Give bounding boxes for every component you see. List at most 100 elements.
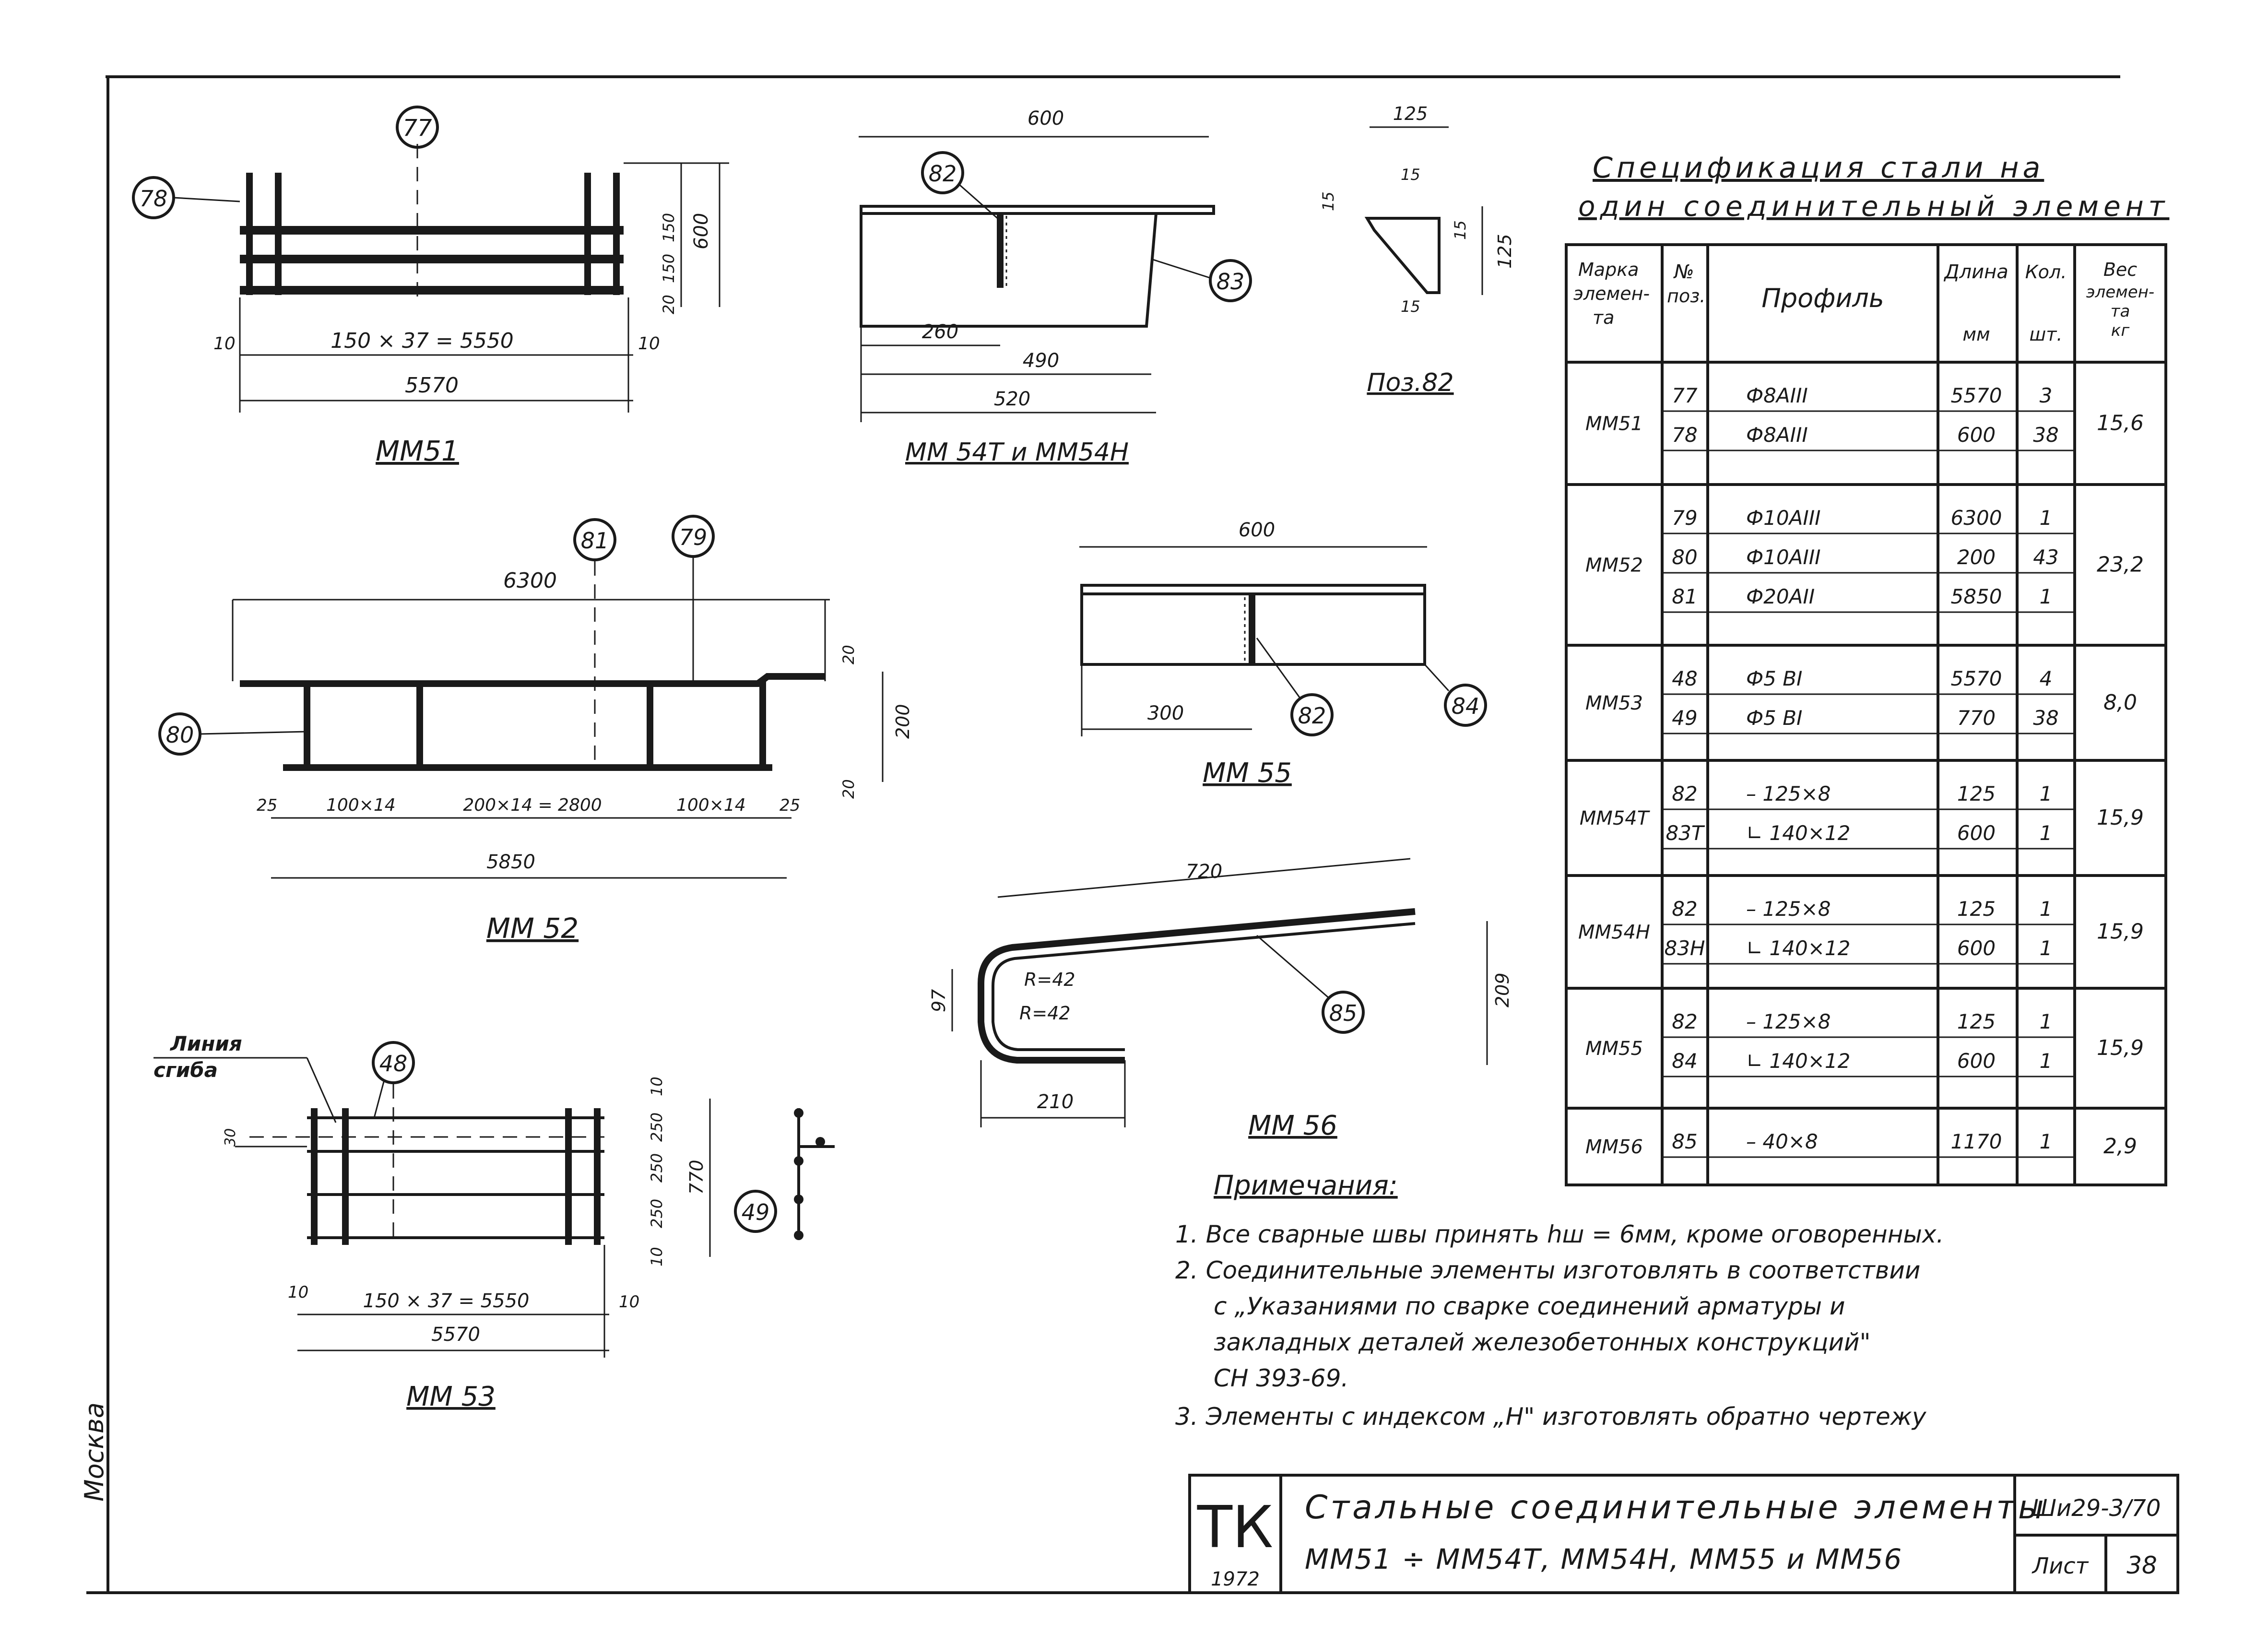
dim-mm54-260: 260 (922, 321, 958, 343)
dim-pos82-s2: 15 (1319, 191, 1337, 211)
spec-cell-pos: 82 (1672, 897, 1697, 921)
hdr-length-2: мм (1962, 324, 1990, 345)
dim-mm56-209: 209 (1492, 972, 1513, 1007)
notes-title: Примечания: (1214, 1170, 1398, 1201)
dim-mm53-s2: 250 (648, 1153, 666, 1183)
spec-cell-mark: ММ56 (1585, 1136, 1643, 1158)
spec-cell-profile: Ф10АIII (1746, 506, 1821, 530)
spec-cell-length: 125 (1957, 897, 1996, 921)
dim-mm54-520: 520 (994, 388, 1030, 410)
hdr-weight-2: элемен- (2086, 283, 2154, 302)
callout-84-label: 84 (1452, 693, 1480, 719)
note-line-4: закладных деталей железобетонных констру… (1214, 1328, 1870, 1356)
dim-mm55-top: 600 (1239, 519, 1275, 541)
spec-cell-length: 125 (1957, 1010, 1996, 1033)
spec-cell-mark: ММ54Н (1578, 922, 1650, 944)
dim-mm51-sp1: 150 (660, 213, 678, 242)
spec-cell-mark: ММ53 (1585, 692, 1643, 714)
dim-mm56-720: 720 (1186, 861, 1222, 883)
callout-48 (372, 1041, 415, 1084)
dim-mm51-total: 5570 (405, 373, 459, 398)
note-line-2: 2. Соединительные элементы изготовлять в… (1175, 1256, 1920, 1284)
hdr-mark-2: элемен- (1573, 283, 1650, 304)
title-code: Ши29-3/70 (2032, 1495, 2161, 1522)
callout-85 (1322, 991, 1365, 1034)
dim-mm52-s2: 200×14 = 2800 (463, 795, 602, 815)
spec-cell-qty: 1 (2040, 897, 2053, 921)
dim-mm53-t2: 10 (648, 1247, 666, 1266)
title-line-2: ММ51 ÷ ММ54Т, ММ54Н, ММ55 и ММ56 (1305, 1543, 1902, 1575)
callout-84 (1444, 684, 1487, 727)
dim-mm52-h: 200 (892, 704, 913, 739)
spec-cell-qty: 1 (2040, 506, 2053, 530)
spec-cell-weight: 15,9 (2097, 1036, 2144, 1060)
spec-cell-qty: 1 (2040, 821, 2053, 845)
spec-cell-weight: 15,9 (2097, 920, 2144, 944)
spec-cell-profile: ∟ 140×12 (1746, 821, 1850, 845)
spec-cell-mark: ММ52 (1585, 555, 1643, 577)
spec-cell-pos: 49 (1672, 706, 1697, 730)
callout-49 (734, 1190, 777, 1233)
dim-mm53-left: 30 (222, 1128, 239, 1147)
spec-cell-pos: 48 (1672, 667, 1697, 690)
spec-cell-profile: Ф8АIII (1746, 384, 1808, 407)
note-line-1: 1. Все сварные швы принять hш = 6мм, кро… (1175, 1220, 1944, 1248)
dim-mm56-97: 97 (928, 989, 949, 1012)
spec-cell-profile: Ф20АII (1746, 585, 1815, 608)
caption-mm55: ММ 55 (1203, 757, 1292, 789)
dim-mm56-210: 210 (1037, 1091, 1074, 1113)
dim-mm53-s1: 250 (648, 1112, 666, 1142)
hdr-mark-1: Марка (1578, 259, 1639, 280)
dim-pos82-s3: 15 (1451, 220, 1469, 240)
spec-cell-qty: 38 (2033, 423, 2058, 447)
spec-title-1: Спецификация стали на (1593, 151, 2044, 185)
dim-mm52-s1: 100×14 (326, 795, 396, 815)
note-line-5: СН 393-69. (1214, 1364, 1348, 1392)
dim-pos82-s4: 15 (1401, 297, 1420, 316)
spec-cell-profile: – 125×8 (1746, 897, 1831, 921)
dim-mm55-300: 300 (1147, 702, 1184, 724)
hdr-qty-1: Кол. (2025, 261, 2067, 283)
dim-mm52-e2: 25 (780, 796, 800, 815)
callout-79-label: 79 (679, 524, 708, 550)
side-label: Москва (79, 1402, 109, 1502)
dim-mm51-sp3: 20 (660, 295, 678, 314)
spec-cell-qty: 1 (2040, 1130, 2053, 1153)
spec-cell-pos: 77 (1672, 384, 1698, 407)
callout-82a-label: 82 (929, 161, 957, 187)
hdr-qty-2: шт. (2030, 324, 2063, 345)
spec-cell-length: 6300 (1951, 506, 2002, 530)
dim-mm51-end-r: 10 (638, 334, 660, 354)
dim-mm52-total: 5850 (486, 851, 535, 873)
note-line-3: с „Указаниями по сварке соединений армат… (1214, 1292, 1845, 1320)
dim-mm51-height: 600 (690, 213, 712, 249)
spec-cell-qty: 1 (2040, 936, 2053, 960)
callout-82b (1290, 693, 1334, 736)
callout-82b-label: 82 (1298, 703, 1326, 729)
spec-cell-length: 200 (1957, 545, 1996, 569)
dim-mm53-e2: 10 (619, 1292, 639, 1312)
hdr-mark-3: та (1593, 307, 1614, 328)
hdr-pos-2: поз. (1667, 285, 1705, 307)
spec-cell-weight: 2,9 (2103, 1134, 2137, 1159)
callout-82a (921, 151, 964, 194)
spec-title-2: один соединительный элемент (1578, 190, 2169, 223)
spec-cell-profile: Ф5 ВI (1746, 667, 1802, 690)
callout-78-label: 78 (140, 186, 168, 212)
spec-cell-qty: 4 (2040, 667, 2053, 690)
drawing-mm56: 720 R=42 R=42 85 209 97 210 ММ 56 (928, 858, 1513, 1141)
callout-77-label: 77 (402, 115, 432, 142)
callout-80-label: 80 (166, 722, 194, 748)
dim-mm51-sp2: 150 (660, 254, 678, 283)
dim-mm56-r1: R=42 (1024, 969, 1075, 990)
dim-mm51-end-l: 10 (213, 334, 236, 354)
dim-mm51-pitch: 150 × 37 = 5550 (331, 329, 514, 353)
drawing-mm51: 77 78 150 × 37 = 5550 5570 10 10 600 150… (132, 106, 729, 467)
title-block: ТК 1972 Стальные соединительные элементы… (1188, 1474, 2179, 1594)
spec-cell-pos: 82 (1672, 1010, 1697, 1033)
spec-cell-weight: 15,6 (2097, 411, 2144, 436)
bend-line-label-2: сгиба (154, 1058, 218, 1082)
spec-cell-profile: Ф10АIII (1746, 545, 1821, 569)
